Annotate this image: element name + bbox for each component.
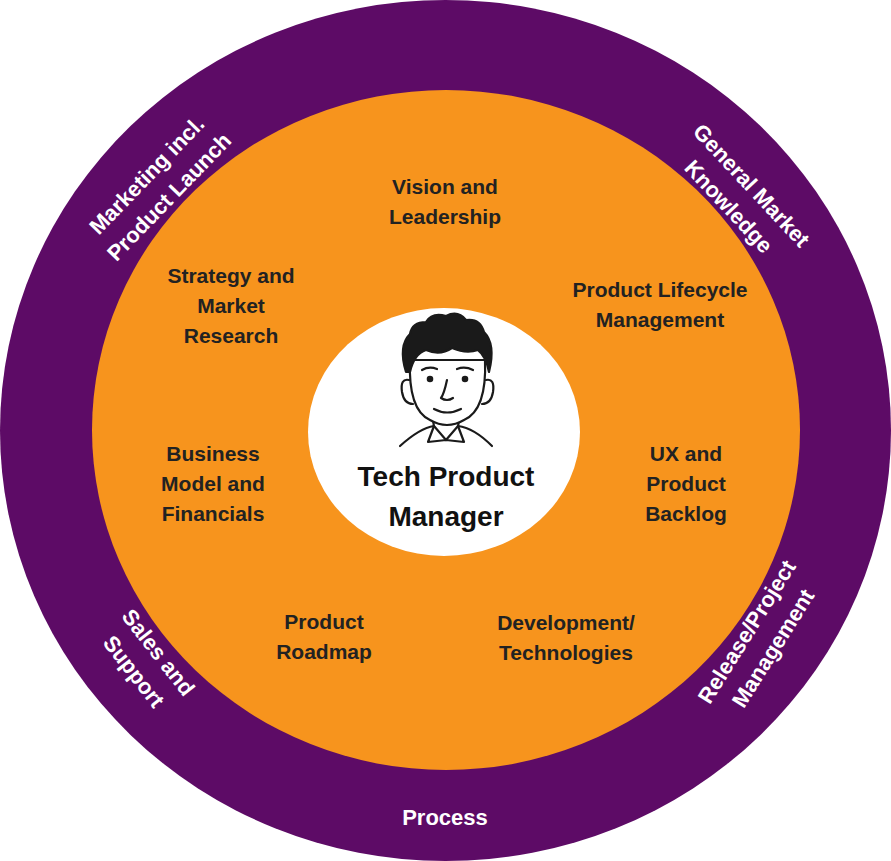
skill-label: Vision and Leadership <box>360 172 530 232</box>
outer-label: Process <box>345 802 545 833</box>
skill-label: Product Lifecycle Management <box>570 275 750 335</box>
skill-label: Product Roadmap <box>259 607 389 667</box>
skill-label: Strategy and Market Research <box>151 261 311 351</box>
center-circle: Tech Product Manager <box>308 308 580 556</box>
skill-label: Development/ Technologies <box>471 608 661 668</box>
center-circle-fill <box>308 308 580 556</box>
skill-label: Business Model and Financials <box>138 439 288 529</box>
skill-label: UX and Product Backlog <box>631 439 741 529</box>
role-title: Tech Product Manager <box>336 457 556 537</box>
